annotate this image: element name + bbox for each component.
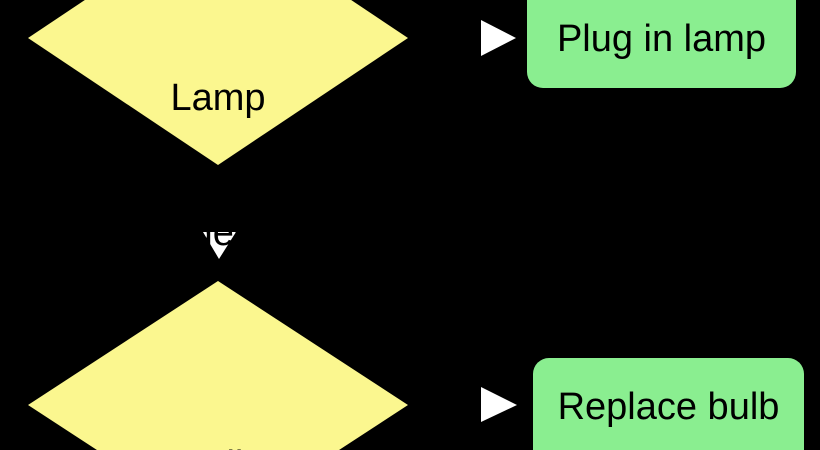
action-node-replace-bulb[interactable] [533,358,804,450]
triangle-down-icon [203,232,236,259]
triangle-right-icon [481,20,516,56]
decision-node-bulb-burned-out[interactable] [28,281,408,450]
decision-node-lamp-plugged-in[interactable] [28,0,408,165]
action-node-plug-in-lamp[interactable] [527,0,796,88]
triangle-right-icon [481,387,517,422]
